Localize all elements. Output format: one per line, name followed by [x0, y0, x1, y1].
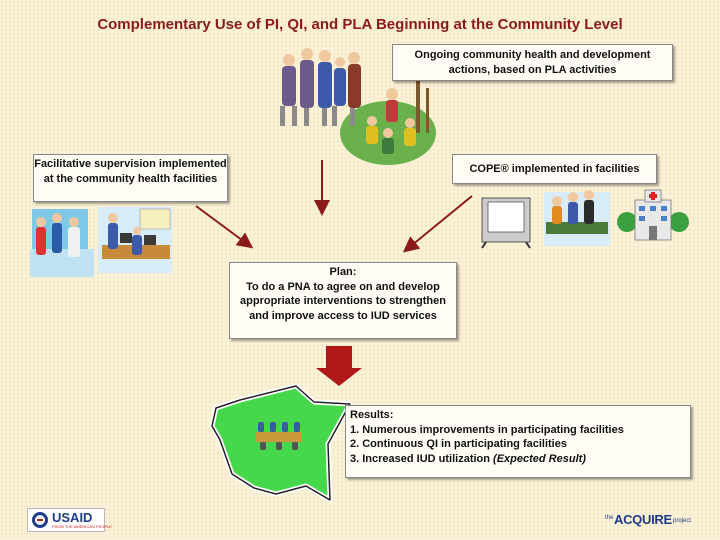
usaid-subtext: FROM THE AMERICAN PEOPLE	[52, 524, 112, 529]
cope-text: COPE® implemented in facilities	[469, 163, 640, 175]
arrow-from-supervision	[195, 205, 254, 249]
results-item: 1. Numerous improvements in participatin…	[350, 423, 624, 436]
cope-box: COPE® implemented in facilities	[452, 154, 657, 184]
community-group-icon	[280, 48, 436, 165]
supervision-clipart-icon	[30, 207, 172, 277]
pla-box: Ongoing community health and development…	[392, 44, 673, 81]
results-item: 2. Continuous QI in participating facili…	[350, 438, 567, 450]
supervision-box: Facilitative supervision implemented at …	[33, 154, 228, 202]
arrow-from-cope	[402, 195, 473, 253]
supervision-text: Facilitative supervision implemented at …	[34, 158, 227, 185]
pla-text: Ongoing community health and development…	[414, 49, 651, 76]
down-arrow-to-results	[316, 346, 362, 386]
cope-clipart-icon	[481, 190, 610, 249]
plan-heading: Plan:	[329, 266, 357, 278]
results-box: Results: 1. Numerous improvements in par…	[345, 405, 691, 478]
acquire-suffix: project	[673, 518, 692, 524]
meeting-table-icon	[256, 422, 302, 450]
expected-result-note: (Expected Result)	[493, 452, 586, 465]
page-title: Complementary Use of PI, QI, and PLA Beg…	[97, 16, 623, 33]
acquire-text: ACQUIRE	[614, 512, 672, 527]
plan-body: To do a PNA to agree on and develop appr…	[240, 280, 446, 322]
results-item-text: 3. Increased IUD utilization	[350, 452, 494, 465]
acquire-logo: the ACQUIRE project	[605, 512, 691, 528]
facility-building-icon	[617, 189, 689, 241]
usaid-text: USAID	[52, 510, 93, 525]
usaid-logo: USAID FROM THE AMERICAN PEOPLE	[27, 508, 112, 532]
results-heading: Results:	[350, 409, 394, 421]
acquire-prefix: the	[605, 515, 614, 521]
plan-box: Plan: To do a PNA to agree on and develo…	[229, 262, 457, 339]
usaid-seal-icon	[32, 512, 48, 528]
results-item: 3. Increased IUD utilization (Expected R…	[350, 452, 686, 467]
